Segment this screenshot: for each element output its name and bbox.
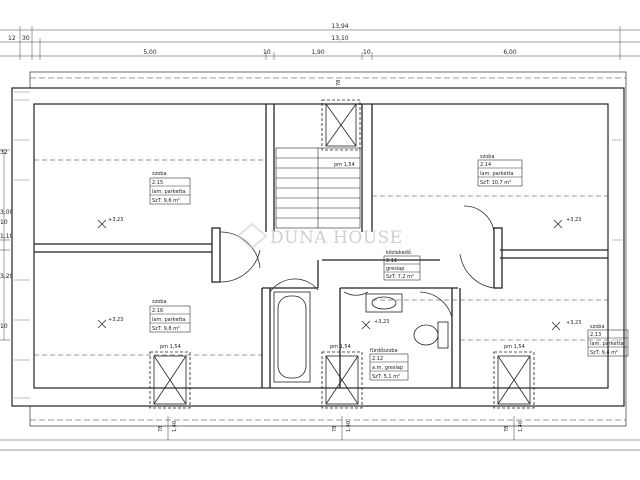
room-id-2-11: 2.11 bbox=[386, 258, 397, 264]
dimension-seg-2: 10 bbox=[263, 49, 271, 56]
bottom-axis-lines bbox=[0, 416, 640, 451]
room-id-2-13: 2.13 bbox=[590, 332, 601, 338]
dimension-left-a: 12 bbox=[8, 35, 16, 42]
room-name-2-13: szoba bbox=[590, 324, 605, 330]
left-dim-0: 32 bbox=[0, 149, 8, 156]
room-box-2-16 bbox=[149, 305, 191, 333]
dimension-inner: 13,10 bbox=[331, 35, 348, 42]
room-name-2-14: szoba bbox=[480, 154, 495, 160]
room-area-2-14: SzT: 10,7 m² bbox=[480, 180, 511, 186]
toilet bbox=[413, 321, 449, 349]
dimension-left-b: 30 bbox=[22, 35, 30, 42]
left-dimension-lines bbox=[0, 149, 10, 341]
room-area-2-11: SzT: 7,2 m² bbox=[386, 274, 414, 280]
bottom-dim-0: 78 bbox=[158, 426, 164, 432]
dimension-seg-4: 10 bbox=[363, 49, 371, 56]
left-dim-3: 1,10 bbox=[0, 233, 14, 240]
roof-window-bl bbox=[149, 351, 191, 409]
dimension-seg-1: 5,00 bbox=[143, 49, 157, 56]
window-label-top: pm 1,54 bbox=[334, 162, 355, 168]
room-area-2-15: SzT: 9,6 m² bbox=[152, 198, 180, 204]
left-dim-5: 10 bbox=[0, 323, 8, 330]
room-name-2-15: szoba bbox=[152, 171, 167, 177]
room-id-2-16: 2.16 bbox=[152, 308, 163, 314]
room-id-2-14: 2.14 bbox=[480, 162, 491, 168]
dimension-seg-3: 1,90 bbox=[311, 49, 325, 56]
roof-window-bc bbox=[321, 351, 363, 409]
room-name-2-16: szoba bbox=[152, 299, 167, 305]
room-box-2-14 bbox=[477, 159, 523, 187]
window-label-br: pm 1,54 bbox=[504, 344, 525, 350]
bottom-dim-2: 78 bbox=[332, 426, 338, 432]
watermark-logo bbox=[236, 222, 268, 250]
room-name-2-12: fürdőszoba bbox=[370, 348, 398, 354]
room-floor-2-14: lam. parketta bbox=[480, 171, 514, 177]
interior-walls bbox=[34, 104, 608, 388]
bathtub bbox=[273, 291, 311, 383]
level-2-13: +3,23 bbox=[566, 320, 581, 326]
room-id-2-12: 2.12 bbox=[372, 356, 383, 362]
level-2-14: +3,23 bbox=[566, 217, 581, 223]
room-area-2-13: SzT: 9,4 m² bbox=[590, 350, 618, 356]
roof-window-br bbox=[493, 351, 535, 409]
room-floor-2-11: greslap bbox=[386, 266, 404, 272]
washbasin bbox=[365, 293, 403, 313]
bottom-dim-3: 1,40 bbox=[346, 421, 352, 432]
dimension-total: 13,94 bbox=[331, 23, 348, 30]
window-label-bl: pm 1,54 bbox=[160, 344, 181, 350]
dimension-seg-5: 6,00 bbox=[503, 49, 517, 56]
room-box-2-13 bbox=[587, 329, 629, 357]
wall-hatching bbox=[14, 91, 622, 399]
room-floor-2-13: lam. parketta bbox=[590, 341, 624, 347]
bottom-dim-1: 1,40 bbox=[172, 421, 178, 432]
door-swings bbox=[219, 205, 495, 319]
top-dimension-lines bbox=[0, 26, 640, 60]
level-2-15: +3,23 bbox=[108, 217, 123, 223]
roof-window-top bbox=[321, 99, 361, 151]
watermark: DUNA HOUSE bbox=[270, 228, 403, 248]
left-dim-1: 3,00 bbox=[0, 209, 14, 216]
outer-walls bbox=[11, 87, 625, 407]
top-center-dim: 78 bbox=[336, 80, 342, 86]
room-floor-2-15: lam. parketta bbox=[152, 189, 186, 195]
level-2-16: +3,23 bbox=[108, 317, 123, 323]
bottom-dim-4: 78 bbox=[504, 426, 510, 432]
room-box-2-12 bbox=[369, 353, 409, 381]
room-box-2-11 bbox=[383, 255, 421, 281]
left-dim-2: 10 bbox=[0, 219, 8, 226]
room-area-2-12: SzT: 5,1 m² bbox=[372, 374, 400, 380]
bottom-dim-5: 1,40 bbox=[518, 421, 524, 432]
room-floor-2-16: lam. parketta bbox=[152, 317, 186, 323]
room-box-2-15 bbox=[149, 177, 191, 205]
left-dim-4: 3,20 bbox=[0, 273, 14, 280]
level-marker-icons bbox=[97, 219, 563, 331]
room-area-2-16: SzT: 9,8 m² bbox=[152, 326, 180, 332]
roof-lines bbox=[34, 159, 608, 356]
room-name-2-11: közlekedő bbox=[386, 250, 411, 256]
staircase bbox=[275, 147, 361, 229]
room-floor-2-12: a.m. greslap bbox=[372, 365, 403, 371]
room-id-2-15: 2.15 bbox=[152, 180, 163, 186]
window-label-bc: pm 1,54 bbox=[330, 344, 351, 350]
level-2-11: +3,23 bbox=[374, 319, 389, 325]
